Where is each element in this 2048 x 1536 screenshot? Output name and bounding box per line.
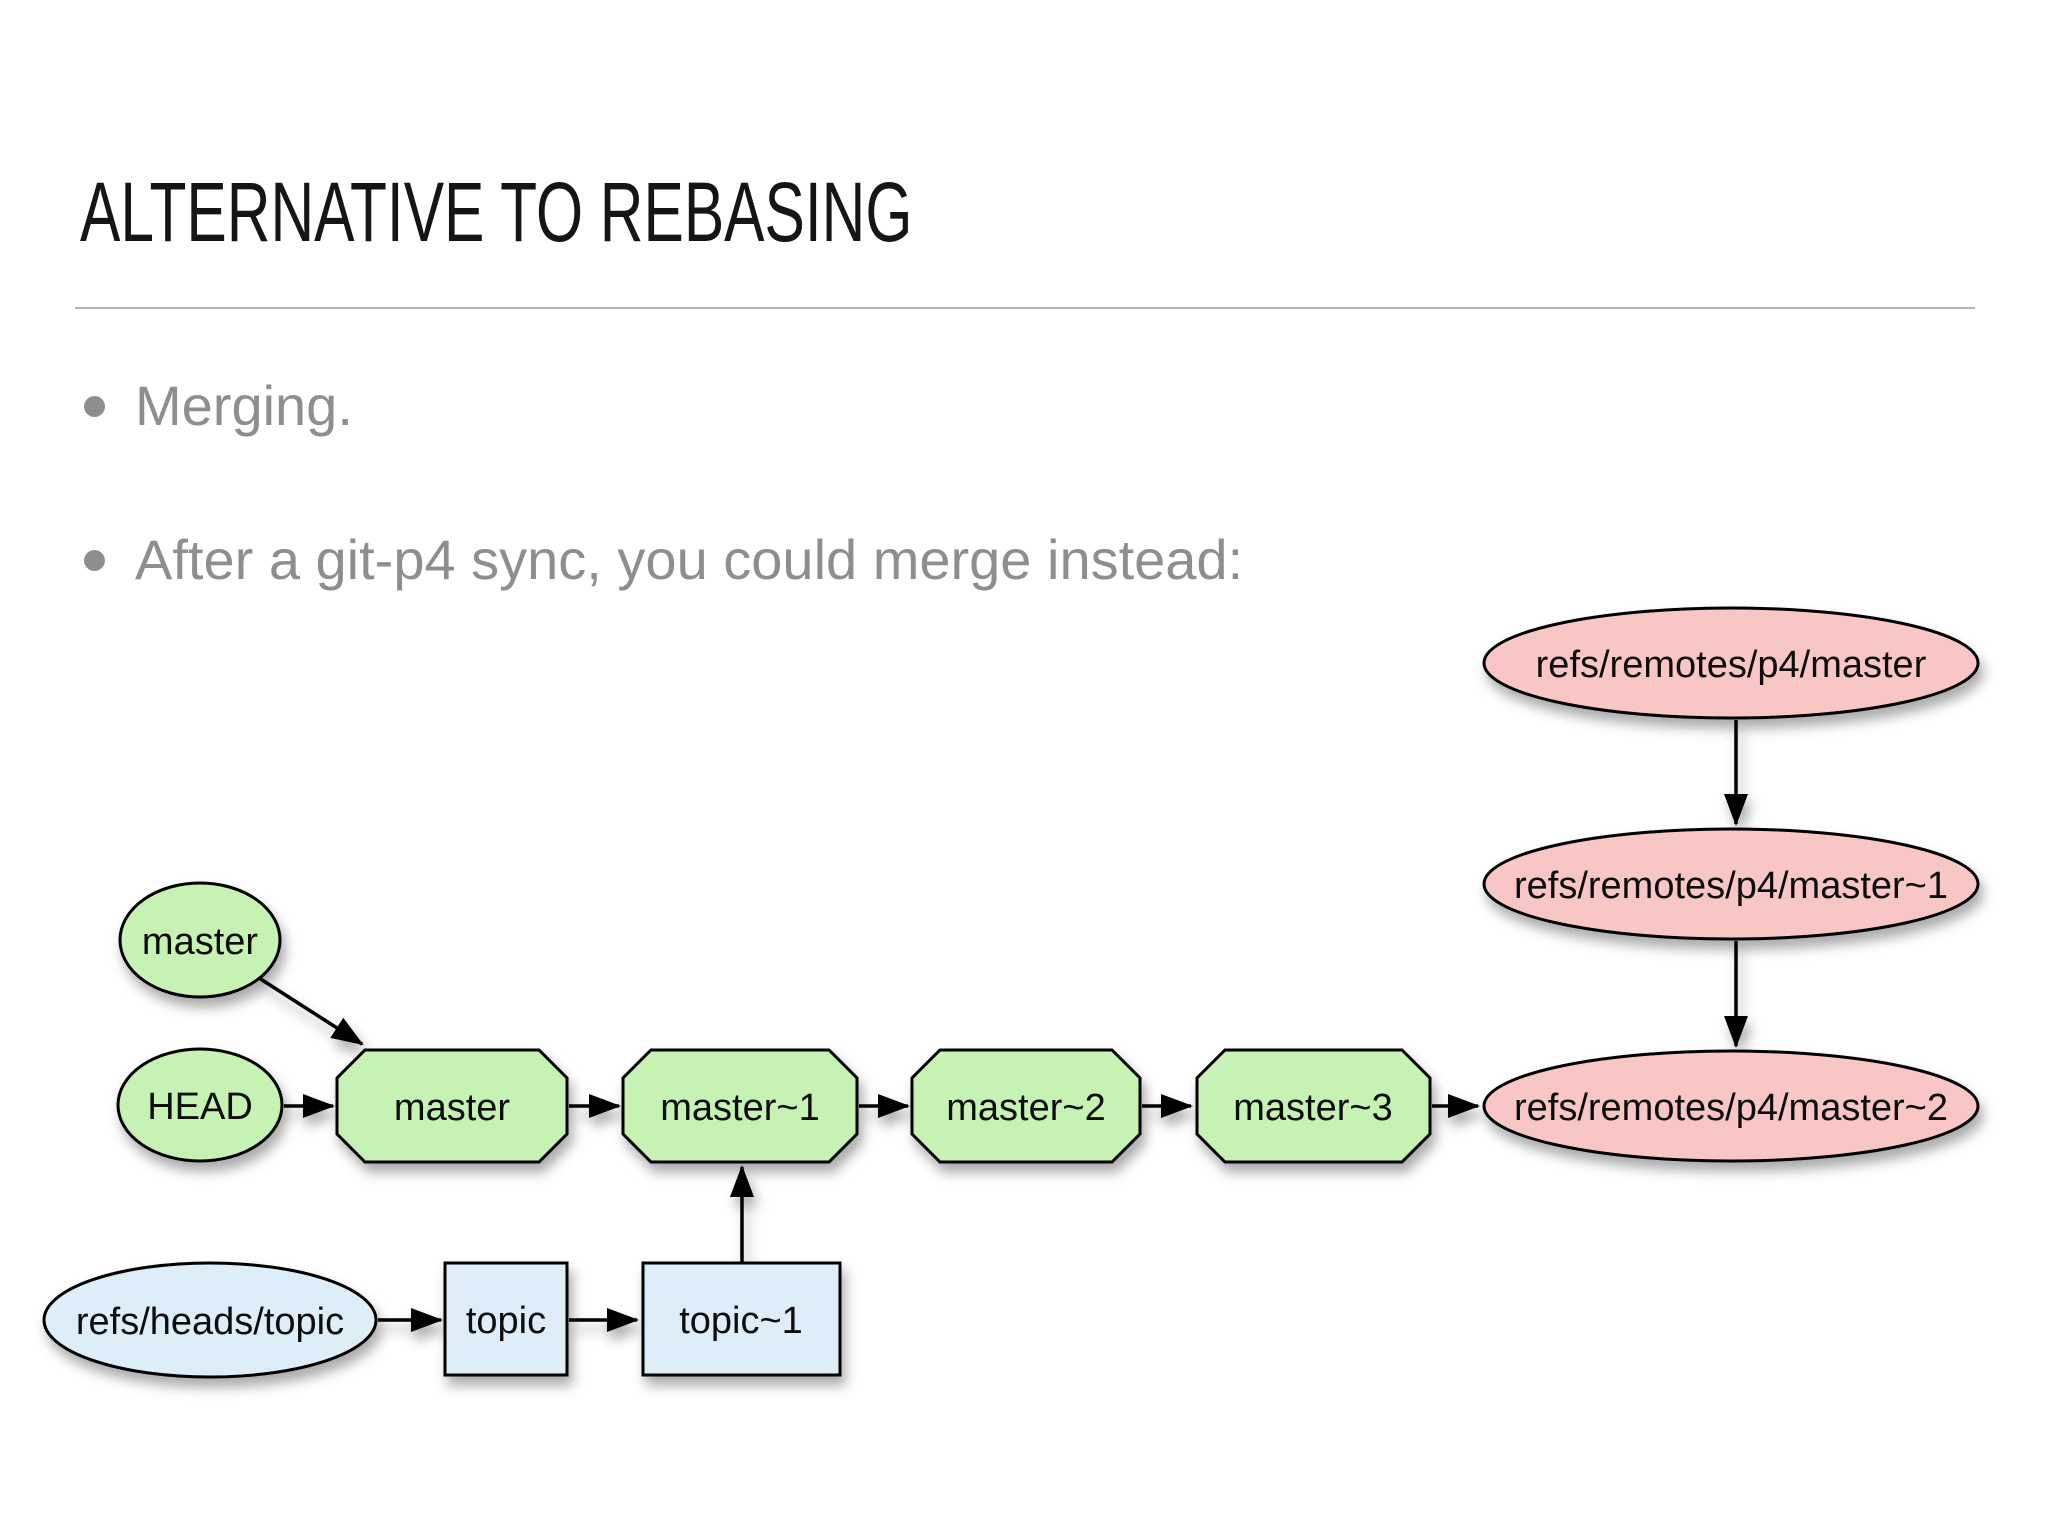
node-commit-master-2: master~2 [910,1048,1142,1164]
node-refs-heads-topic: refs/heads/topic [42,1261,378,1379]
node-commit-master-3: master~3 [1195,1048,1432,1164]
node-refs-remotes-p4-master-2: refs/remotes/p4/master~2 [1482,1049,1980,1163]
node-shape [1482,827,1980,941]
node-commit-topic: topic [443,1261,569,1377]
bullet-text: Merging. [135,374,353,437]
node-label: master~3 [1233,1087,1392,1129]
node-label: refs/remotes/p4/master [1536,644,1927,686]
bullet-dot-icon [84,549,105,571]
node-label: master [142,921,258,963]
node-master-ref: master [118,881,282,999]
node-shape [1482,606,1980,720]
node-label: master [394,1087,510,1129]
page-title: ALTERNATIVE TO REBASING [80,165,913,259]
node-label: refs/remotes/p4/master~1 [1514,865,1948,907]
node-shape [621,1048,859,1164]
node-shape [118,881,282,999]
node-shape [42,1261,378,1379]
node-head-ref: HEAD [116,1047,284,1163]
node-label: topic~1 [679,1300,803,1342]
node-shape [335,1048,569,1164]
edge-master-ref-to-master [258,976,364,1046]
node-shape [1482,1049,1980,1163]
node-label: HEAD [147,1086,253,1128]
node-label: refs/heads/topic [76,1301,344,1343]
bullet-dot-icon [84,395,105,417]
node-commit-master-1: master~1 [621,1048,859,1164]
node-label: master~1 [660,1087,819,1129]
node-commit-master: master [335,1048,569,1164]
node-shape [641,1261,842,1377]
node-refs-remotes-p4-master-1: refs/remotes/p4/master~1 [1482,827,1980,941]
node-shape [443,1261,569,1377]
title-divider [75,307,1975,309]
node-shape [116,1047,284,1163]
bullet-text: After a git-p4 sync, you could merge ins… [135,528,1244,591]
node-label: master~2 [946,1087,1105,1129]
node-commit-topic-1: topic~1 [641,1261,842,1377]
node-refs-remotes-p4-master: refs/remotes/p4/master [1482,606,1980,720]
node-label: topic [466,1300,546,1342]
node-shape [1195,1048,1432,1164]
node-shape [910,1048,1142,1164]
diagram-edges [258,720,1748,1332]
bullet-item-after-sync: After a git-p4 sync, you could merge ins… [84,528,1243,592]
bullet-item-merging: Merging. [84,374,353,438]
node-label: refs/remotes/p4/master~2 [1514,1087,1948,1129]
